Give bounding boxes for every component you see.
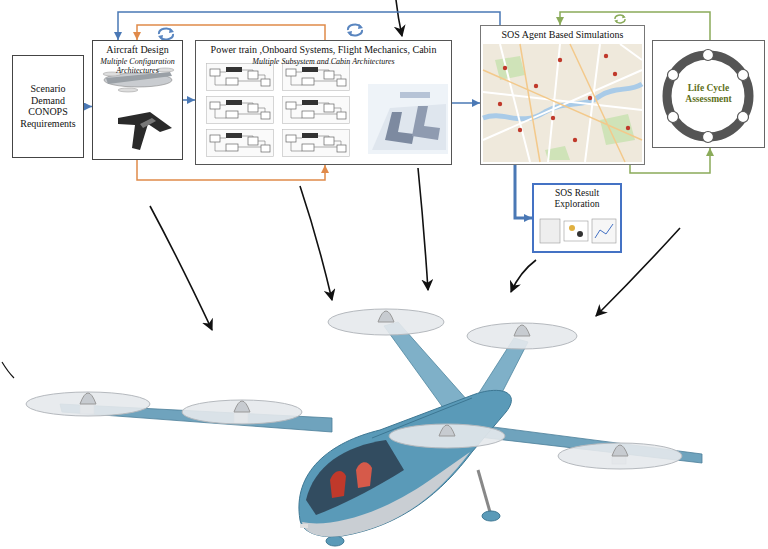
flow-connector — [515, 165, 532, 218]
cycle-icon — [158, 28, 174, 40]
sketch-arrows — [150, 0, 680, 330]
cycle-icon — [614, 15, 625, 24]
box-subtitle: Multiple Configuration Architectures — [96, 57, 179, 75]
box-subtitle: Multiple Subsystem and Cabin Architectur… — [252, 57, 394, 66]
box-title: SOS Result Exploration — [536, 188, 618, 210]
box-title: SOS Agent Based Simulations — [502, 29, 624, 41]
result-icons — [540, 219, 616, 243]
process-box: Power train ,Onboard Systems, Flight Mec… — [195, 40, 452, 165]
box-title: Aircraft Design — [106, 44, 168, 56]
city-map — [483, 44, 642, 162]
process-box: Aircraft DesignMultiple Configuration Ar… — [92, 40, 183, 160]
flow-connector — [118, 12, 500, 40]
flow-connector — [452, 102, 480, 104]
lifecycle-ring — [667, 50, 749, 143]
box-title: Power train ,Onboard Systems, Flight Mec… — [211, 44, 437, 56]
cabin-render — [368, 84, 448, 154]
sketch-mark — [2, 362, 14, 378]
subsystem-diagrams — [207, 64, 350, 157]
box-title: Life Cycle Assessment — [679, 83, 739, 105]
result-box: SOS Result Exploration — [532, 183, 622, 253]
flow-connector — [630, 148, 710, 173]
input-box: Scenario Demand CONOPS Requirements — [12, 55, 84, 158]
evtol-aircraft — [26, 309, 702, 546]
box-title: Scenario Demand CONOPS Requirements — [16, 83, 80, 129]
cycle-icon — [347, 24, 363, 36]
assessment-box: Life Cycle Assessment — [652, 40, 765, 148]
flow-connector — [137, 160, 325, 180]
flow-connector — [84, 106, 92, 108]
simulation-box: SOS Agent Based Simulations — [480, 25, 645, 165]
aircraft-thumbnails — [103, 68, 174, 150]
flow-connector — [137, 25, 325, 40]
flow-connector — [183, 99, 195, 101]
